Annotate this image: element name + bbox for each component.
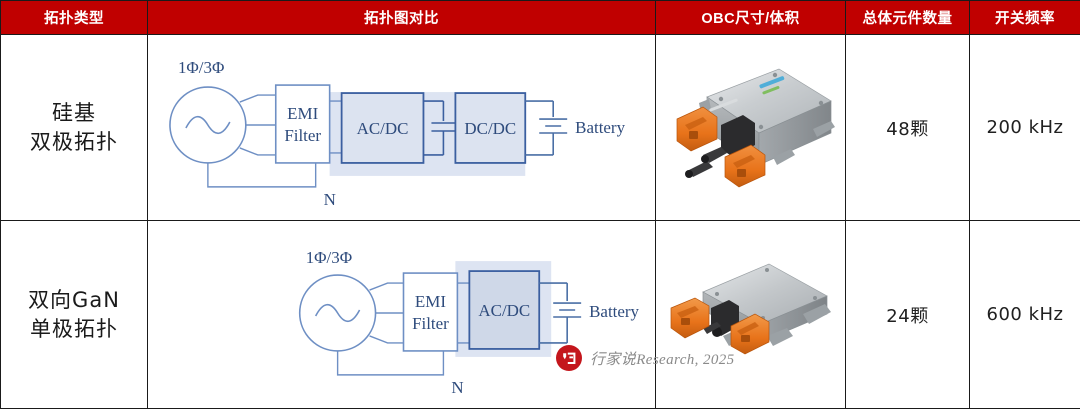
ac-source-symbol-row1 [170,87,246,163]
emi-filter-block-row2: EMI Filter [403,273,457,351]
header-obc-size: OBC尺寸/体积 [656,1,846,35]
obc-product-image-row1 [663,53,839,203]
obc-product-image-row2 [663,250,839,380]
cell-switching-frequency-row2: 600 kHz [970,221,1080,409]
cell-topology-type-row2: 双向GaN 单极拓扑 [1,221,148,409]
acdc-block-row2: AC/DC [469,271,539,349]
acdc-block-row1: AC/DC [342,93,424,163]
dcdc-block-label-row1: DC/DC [464,119,516,138]
neutral-label-row1: N [324,190,336,209]
acdc-block-label-row1: AC/DC [357,119,409,138]
obc-screw [772,72,776,76]
header-topology-type: 拓扑类型 [1,1,148,35]
header-component-count: 总体元件数量 [846,1,970,35]
topology-name-row1: 硅基 双极拓扑 [1,99,147,156]
dcdc-block-row1: DC/DC [455,93,525,163]
obc-screw [818,100,822,104]
emi-filter-label-line2: Filter [412,314,449,333]
topology-name-row2-line2: 单极拓扑 [1,315,147,343]
table-row: 双向GaN 单极拓扑 1Φ/3Φ [1,221,1080,409]
topology-name-row2-line1: 双向GaN [1,286,147,314]
topology-name-row1-line2: 双极拓扑 [1,128,147,156]
emi-filter-label-line1: EMI [415,292,446,311]
obc-screw [765,268,769,272]
emi-filter-label-line1: EMI [287,104,318,123]
cell-component-count-row2: 24颗 [846,221,970,409]
obc-orange-connector-left [671,298,709,338]
battery-label-row2: Battery [589,302,639,321]
cell-obc-image-row2 [656,221,846,409]
battery-label-row1: Battery [575,118,625,137]
ac-source-symbol-row2 [300,275,376,351]
circuit-diagram-row2: 1Φ/3Φ EMI Filt [148,221,655,408]
table-row: 硅基 双极拓扑 1Φ/3Φ [1,35,1080,221]
battery-symbol-row1 [525,101,567,155]
emi-filter-block-row1: EMI Filter [276,85,330,163]
obc-screw [813,296,817,300]
obc-screw [715,292,719,296]
emi-filter-label-line2: Filter [284,126,321,145]
cell-switching-frequency-row1: 200 kHz [970,35,1080,221]
acdc-block-label-row2: AC/DC [478,301,530,320]
ac-source-label-row1: 1Φ/3Φ [178,58,224,77]
obc-orange-connector-upper [677,107,717,151]
obc-screw [758,124,762,128]
topology-name-row1-line1: 硅基 [1,99,147,127]
cell-topology-diagram-row1: 1Φ/3Φ [148,35,656,221]
header-switching-frequency: 开关频率 [970,1,1080,35]
cell-obc-image-row1 [656,35,846,221]
cell-topology-type-row1: 硅基 双极拓扑 [1,35,148,221]
table-header-row: 拓扑类型 拓扑图对比 OBC尺寸/体积 总体元件数量 开关频率 [1,1,1080,35]
neutral-line-row2: N [338,351,464,397]
cell-component-count-row1: 48颗 [846,35,970,221]
topology-name-row2: 双向GaN 单极拓扑 [1,286,147,343]
neutral-line-row1: N [208,163,336,209]
phase-lines-row2 [370,283,404,343]
obc-screw [718,96,722,100]
ac-source-label-row2: 1Φ/3Φ [306,248,352,267]
header-topology-diagram: 拓扑图对比 [148,1,656,35]
cell-topology-diagram-row2: 1Φ/3Φ EMI Filt [148,221,656,409]
neutral-label-row2: N [451,378,463,397]
circuit-diagram-row1: 1Φ/3Φ [148,35,655,220]
